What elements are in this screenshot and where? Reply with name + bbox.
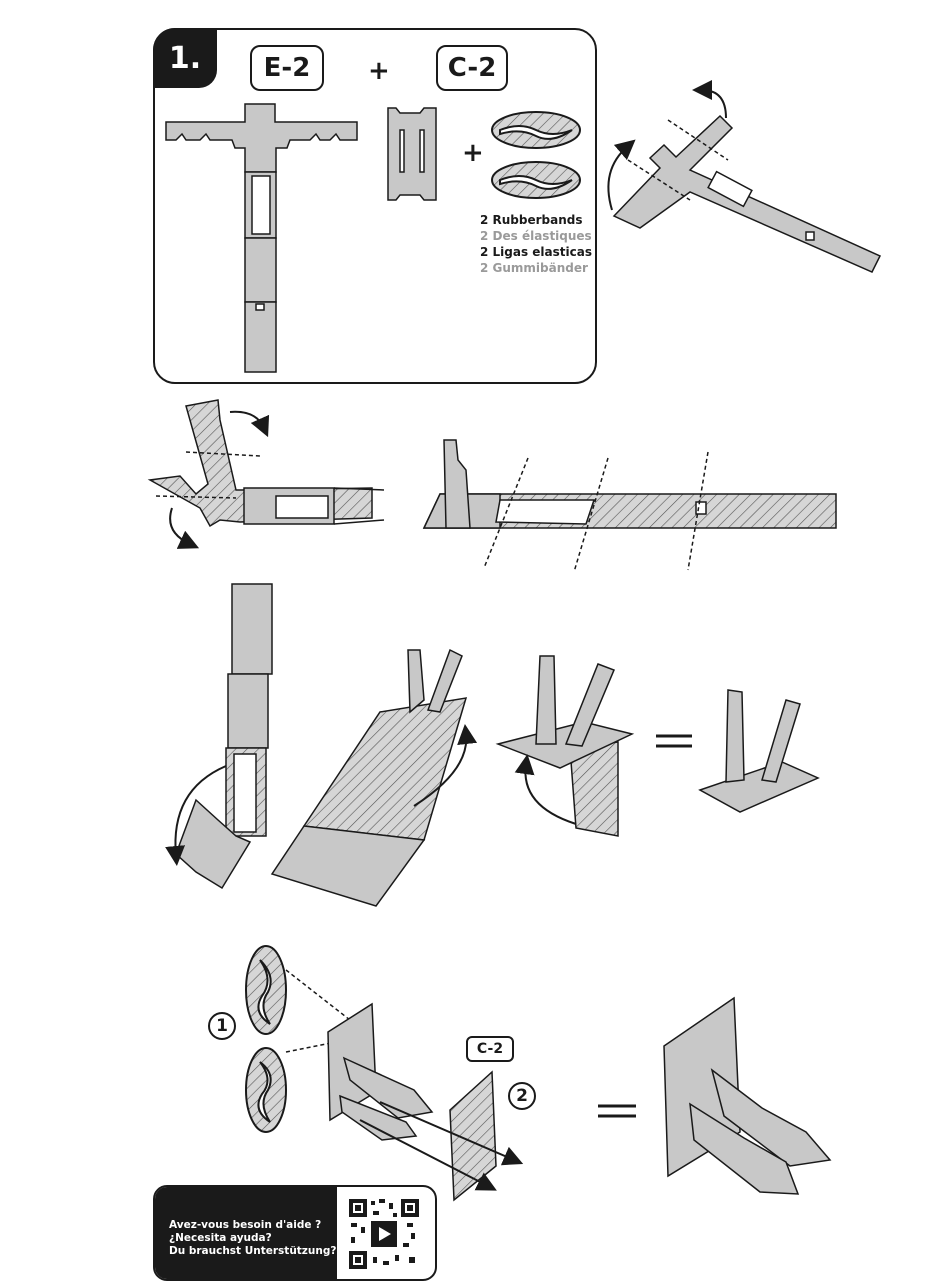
fold-view-4 (176, 584, 272, 888)
help-fr: Avez-vous besoin d'aide ? (169, 1219, 336, 1232)
rubberband-loose (246, 946, 286, 1132)
help-es: ¿Necesita ayuda? (169, 1232, 336, 1245)
part-c2-flat (388, 108, 436, 200)
part-e2-flat (166, 104, 357, 372)
help-de: Du brauchst Unterstützung? (169, 1245, 336, 1258)
fold-view-5 (272, 650, 466, 906)
help-text: Avez-vous besoin d'aide ? ¿Necesita ayud… (169, 1219, 336, 1258)
rubberband-icon (492, 112, 580, 198)
equals-sign-2 (598, 1106, 636, 1116)
assembly-view (328, 1004, 496, 1200)
fold-view-1 (614, 116, 880, 272)
callout-1: 1 (208, 1012, 236, 1040)
finished-stand-2 (664, 998, 830, 1194)
fold-view-2 (150, 400, 384, 526)
qr-code[interactable] (347, 1197, 421, 1271)
part-label-c2-small: C-2 (466, 1036, 514, 1062)
fold-view-6 (498, 656, 632, 836)
help-box: Avez-vous besoin d'aide ? ¿Necesita ayud… (153, 1185, 437, 1281)
callout-2: 2 (508, 1082, 536, 1110)
finished-stand-1 (700, 690, 818, 812)
fold-view-3 (424, 440, 836, 528)
equals-sign-1 (656, 736, 692, 746)
